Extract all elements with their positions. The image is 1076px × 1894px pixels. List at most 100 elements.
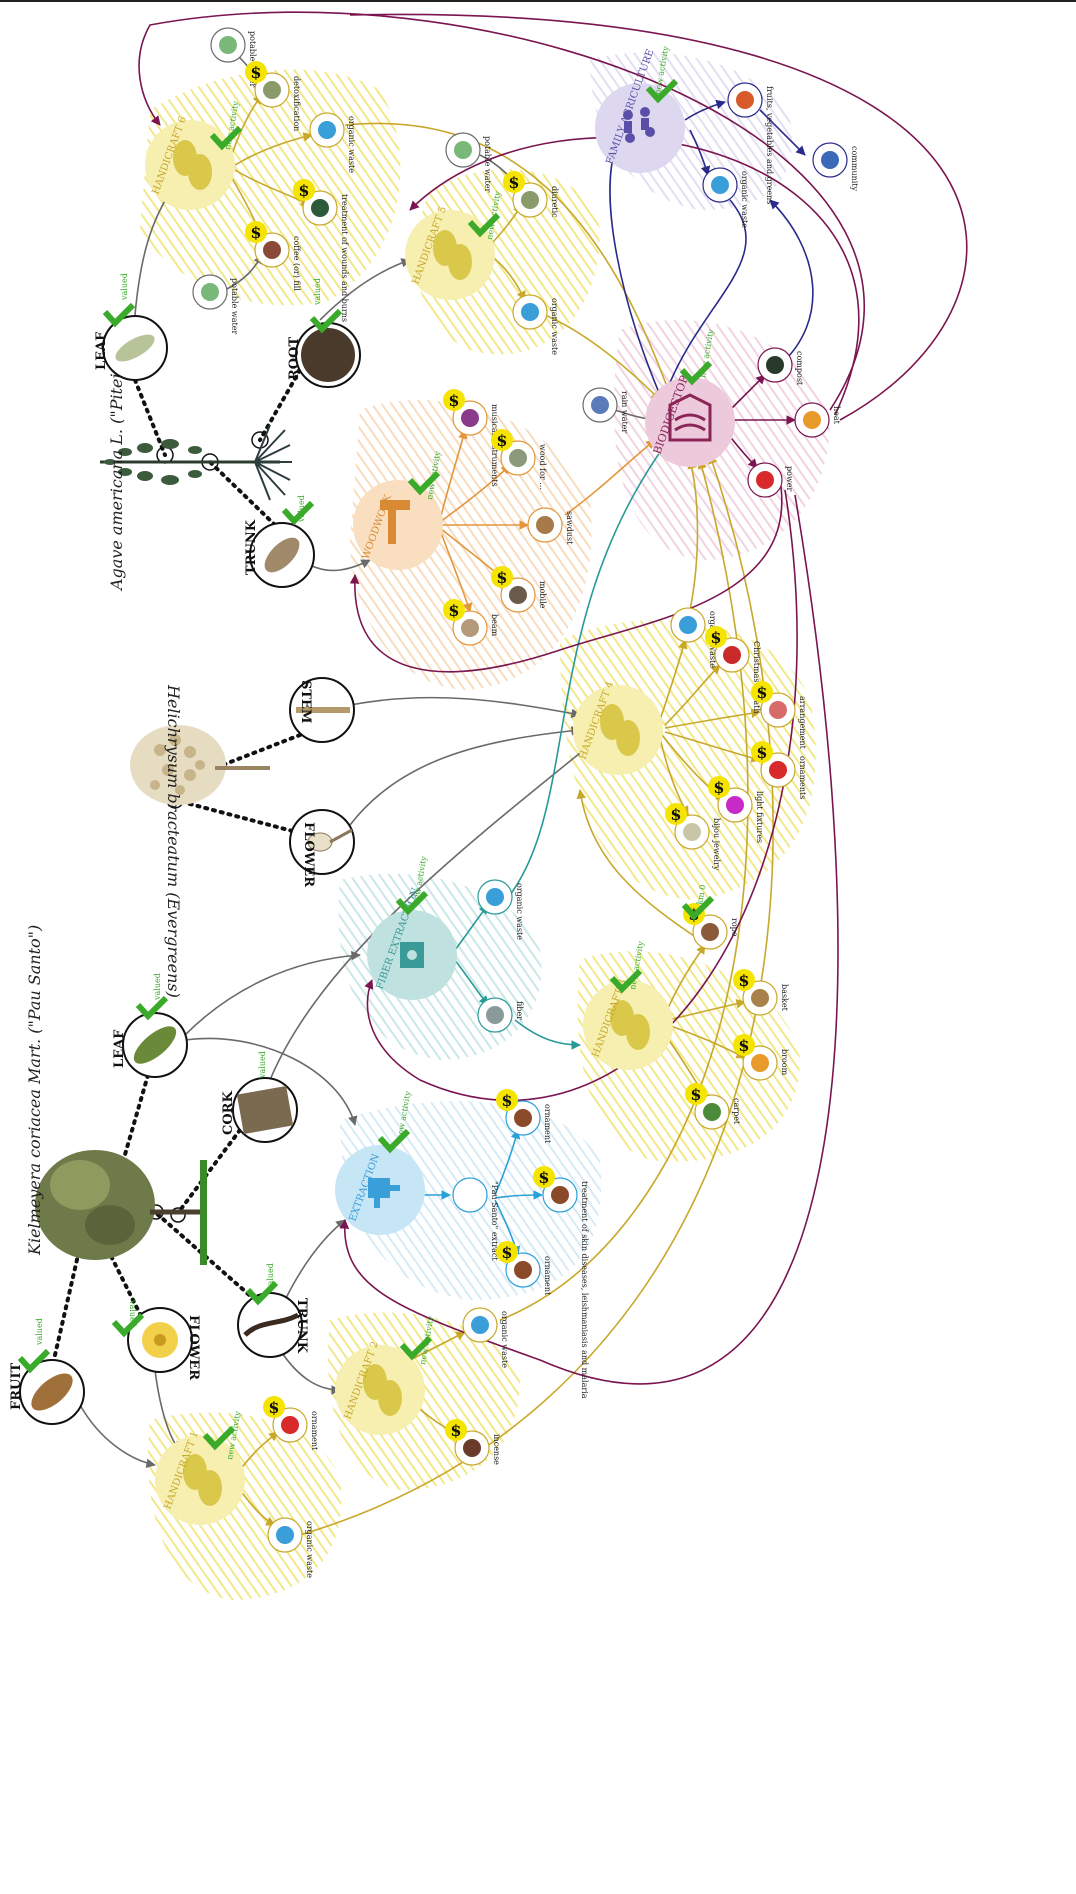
product-bio-compost[interactable]: compost bbox=[757, 347, 804, 386]
product-bio-power[interactable]: power bbox=[747, 462, 794, 498]
product-h5-potable[interactable]: potable water bbox=[445, 132, 492, 192]
dollar-icon: $ bbox=[496, 1089, 518, 1111]
part-agave-root[interactable]: ROOT valued bbox=[287, 278, 361, 388]
product-ex-ornament2[interactable]: ornament$ bbox=[496, 1241, 552, 1296]
arrow-compost-to-agr bbox=[769, 199, 814, 366]
arrow-power-to-woodwork bbox=[349, 479, 783, 673]
activity-handicraft2[interactable]: HANDICRAFT 2 new activity bbox=[335, 1315, 436, 1435]
product-h3-broom[interactable]: broom$ bbox=[733, 1034, 789, 1081]
activity-fiber[interactable]: FIBER EXTRACTION new activity bbox=[367, 855, 457, 1000]
arrow-ww-beam bbox=[439, 529, 473, 613]
product-ex-treatment[interactable]: treatment of skin diseases, leishmaniasi… bbox=[533, 1166, 589, 1399]
product-ww-mobile[interactable]: mobile$ bbox=[491, 566, 547, 613]
dollar-icon: $ bbox=[445, 1419, 467, 1441]
product-icon bbox=[803, 411, 821, 429]
product-agr-fruits[interactable]: fruits, vegetables and greens bbox=[727, 82, 774, 204]
product-h1-ornament[interactable]: ornament$ bbox=[263, 1396, 319, 1451]
product-icon bbox=[454, 141, 472, 159]
product-h5-diuretic[interactable]: diuretic$ bbox=[503, 171, 559, 218]
product-ww-wood[interactable]: wood for ...$ bbox=[491, 429, 547, 490]
product-fx-fiber[interactable]: fiber bbox=[477, 997, 524, 1033]
activity-biodigestor[interactable]: BIODIGESTOR new activity bbox=[645, 328, 735, 467]
valued-tag: valued bbox=[35, 1318, 44, 1346]
product-h6-detox[interactable]: detoxification$ bbox=[245, 61, 301, 131]
product-h2-organic[interactable]: organic waste bbox=[462, 1307, 509, 1368]
product-ww-beam[interactable]: beam$ bbox=[443, 599, 499, 646]
part-kiel-leaf[interactable]: LEAF valued bbox=[112, 973, 188, 1078]
product-ex-extract[interactable]: "Pau Santo" extract bbox=[452, 1177, 499, 1261]
product-h6-organic[interactable]: organic waste bbox=[309, 112, 356, 173]
product-h6-potable[interactable]: potable water bbox=[210, 27, 257, 87]
product-h2-incense[interactable]: incense$ bbox=[445, 1419, 501, 1466]
arrow-h6organic-to-bio bbox=[344, 122, 672, 396]
product-label: mobile bbox=[538, 581, 547, 609]
part-label: CORK bbox=[221, 1091, 236, 1135]
dot-kiel-cork bbox=[176, 1128, 242, 1215]
plant-kielmeyera: Kielmeyera coriacea Mart. ("Pau Santo") bbox=[25, 925, 207, 1265]
product-label: organic waste bbox=[500, 1311, 509, 1368]
product-h3-carpet[interactable]: carpet$ bbox=[685, 1083, 741, 1130]
product-h6-potable2[interactable]: potable water bbox=[192, 274, 239, 334]
svg-text:$: $ bbox=[756, 743, 767, 762]
product-label: bijou jewelry bbox=[712, 818, 721, 871]
dollar-icon: $ bbox=[245, 221, 267, 243]
dot-agave-root bbox=[258, 368, 302, 442]
product-label: light fixtures bbox=[755, 791, 764, 843]
product-h3-basket[interactable]: basket$ bbox=[733, 969, 789, 1016]
part-kiel-trunk[interactable]: TRUNK valued bbox=[237, 1263, 309, 1358]
product-h6-treatment[interactable]: treatment of wounds and burns$ bbox=[293, 179, 349, 322]
arrow-kiel-trunk-to-h2 bbox=[279, 1349, 341, 1395]
product-h4-jewelry[interactable]: bijou jewelry$ bbox=[665, 803, 721, 871]
arrow-kiel-cork-to-h4 bbox=[269, 744, 591, 1081]
arrow-kiel-trunk-to-extraction bbox=[284, 1219, 346, 1301]
arrow-h4organic-to-bio bbox=[687, 459, 699, 611]
agave-label: Agave americana L. ("Piteira") bbox=[107, 343, 126, 592]
dollar-icon: $ bbox=[733, 969, 755, 991]
arrow-bio-to-agr bbox=[607, 149, 661, 396]
product-ww-sawdust[interactable]: sawdust bbox=[527, 507, 574, 545]
activity-handicraft5[interactable]: HANDICRAFT 5 new activity bbox=[405, 190, 503, 300]
product-agr-organic[interactable]: organic waste bbox=[702, 167, 749, 228]
activity-handicraft1[interactable]: HANDICRAFT 1 new activity bbox=[155, 1410, 245, 1525]
product-icon bbox=[461, 619, 479, 637]
family-icon bbox=[623, 107, 655, 143]
product-h5-organic[interactable]: organic waste bbox=[512, 294, 559, 355]
part-kiel-flower[interactable]: FLOWER valued bbox=[111, 1299, 201, 1380]
hatched-regions bbox=[140, 52, 830, 1600]
part-kiel-cork[interactable]: CORK valued bbox=[221, 1051, 298, 1143]
hands-icon bbox=[433, 230, 472, 280]
dollar-icon: $ bbox=[443, 599, 465, 621]
product-icon bbox=[461, 409, 479, 427]
part-agave-leaf[interactable]: LEAF valued bbox=[94, 273, 168, 381]
valued-tag: valued bbox=[153, 973, 162, 1001]
product-ex-ornament[interactable]: ornament$ bbox=[496, 1089, 552, 1144]
arrow-h2-organic bbox=[409, 1331, 466, 1361]
product-icon bbox=[723, 646, 741, 664]
product-label: arrangement bbox=[798, 696, 807, 750]
part-label: LEAF bbox=[94, 331, 109, 370]
activity-handicraft4[interactable]: HANDICRAFT 4 bbox=[573, 680, 663, 775]
part-heli-stem[interactable]: STEM bbox=[289, 677, 355, 743]
part-heli-flower[interactable]: FLOWER bbox=[289, 809, 355, 887]
product-h4-arrangement[interactable]: arrangement$ bbox=[751, 681, 807, 750]
product-icon bbox=[536, 516, 554, 534]
product-bio-rain[interactable]: rain water bbox=[582, 387, 629, 433]
product-label: sawdust bbox=[565, 511, 574, 545]
part-agave-trunk[interactable]: TRUNK valued bbox=[244, 495, 315, 588]
product-fx-organic[interactable]: organic waste bbox=[477, 879, 524, 940]
check-icon bbox=[17, 1348, 51, 1374]
product-h4-ornaments[interactable]: ornaments$ bbox=[751, 741, 807, 799]
product-h1-organic[interactable]: organic waste bbox=[267, 1517, 314, 1578]
product-h6-coffee[interactable]: coffee (or) fill$ bbox=[245, 221, 301, 291]
product-agr-community[interactable]: community bbox=[812, 142, 859, 192]
arrow-heat-to-h5 bbox=[409, 136, 860, 416]
product-h4-christmas[interactable]: Christmas wreath$ bbox=[705, 626, 761, 714]
svg-text:$: $ bbox=[738, 1036, 749, 1055]
part-kiel-fruit[interactable]: FRUIT valued bbox=[9, 1318, 85, 1425]
hands-icon bbox=[610, 1000, 650, 1050]
product-label: organic waste bbox=[515, 883, 524, 940]
check-icon bbox=[679, 360, 713, 386]
hands-icon bbox=[173, 140, 212, 190]
product-bio-heat[interactable]: heat bbox=[794, 402, 841, 438]
product-h4-lighting[interactable]: light fixtures$ bbox=[708, 776, 764, 843]
